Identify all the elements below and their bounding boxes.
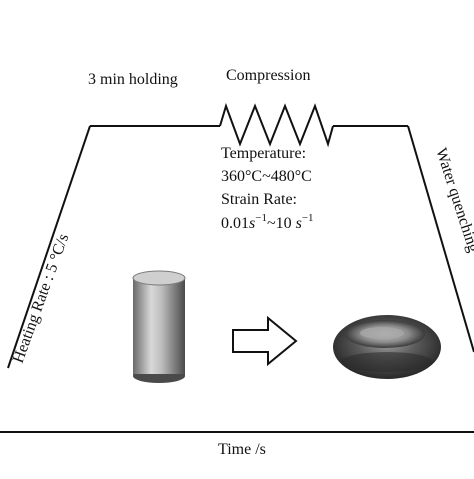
quench-line	[407, 125, 474, 353]
heating-rate-unit: °C/s	[47, 232, 72, 264]
compressed-sample-icon	[333, 315, 441, 379]
strain-rate-range: 0.01s−1~10 s−1	[221, 212, 314, 232]
temperature-label: Temperature:	[221, 145, 306, 162]
x-axis-label: Time /s	[218, 441, 266, 458]
strain-rate-exp-2: −1	[302, 212, 314, 224]
strain-rate-label: Strain Rate:	[221, 191, 297, 208]
cylinder-specimen-icon	[132, 270, 186, 383]
strain-rate-unit-2: s	[296, 215, 302, 232]
strain-rate-mid: ~10	[267, 215, 296, 232]
strain-rate-exp-1: −1	[255, 212, 267, 224]
transform-arrow-icon	[232, 315, 298, 367]
heating-ramp-line	[7, 125, 91, 369]
temperature-range: 360°C~480°C	[221, 168, 312, 185]
holding-label: 3 min holding	[88, 71, 178, 88]
strain-rate-unit-1: s	[249, 215, 255, 232]
strain-rate-low: 0.01	[221, 215, 249, 232]
heating-rate-text: Heating Rate : 5	[10, 258, 63, 366]
compression-zigzag	[219, 102, 334, 148]
heating-rate-label: Heating Rate : 5 °C/s	[10, 232, 73, 366]
quench-label: Water quenching	[432, 146, 474, 254]
compression-label: Compression	[226, 67, 310, 84]
